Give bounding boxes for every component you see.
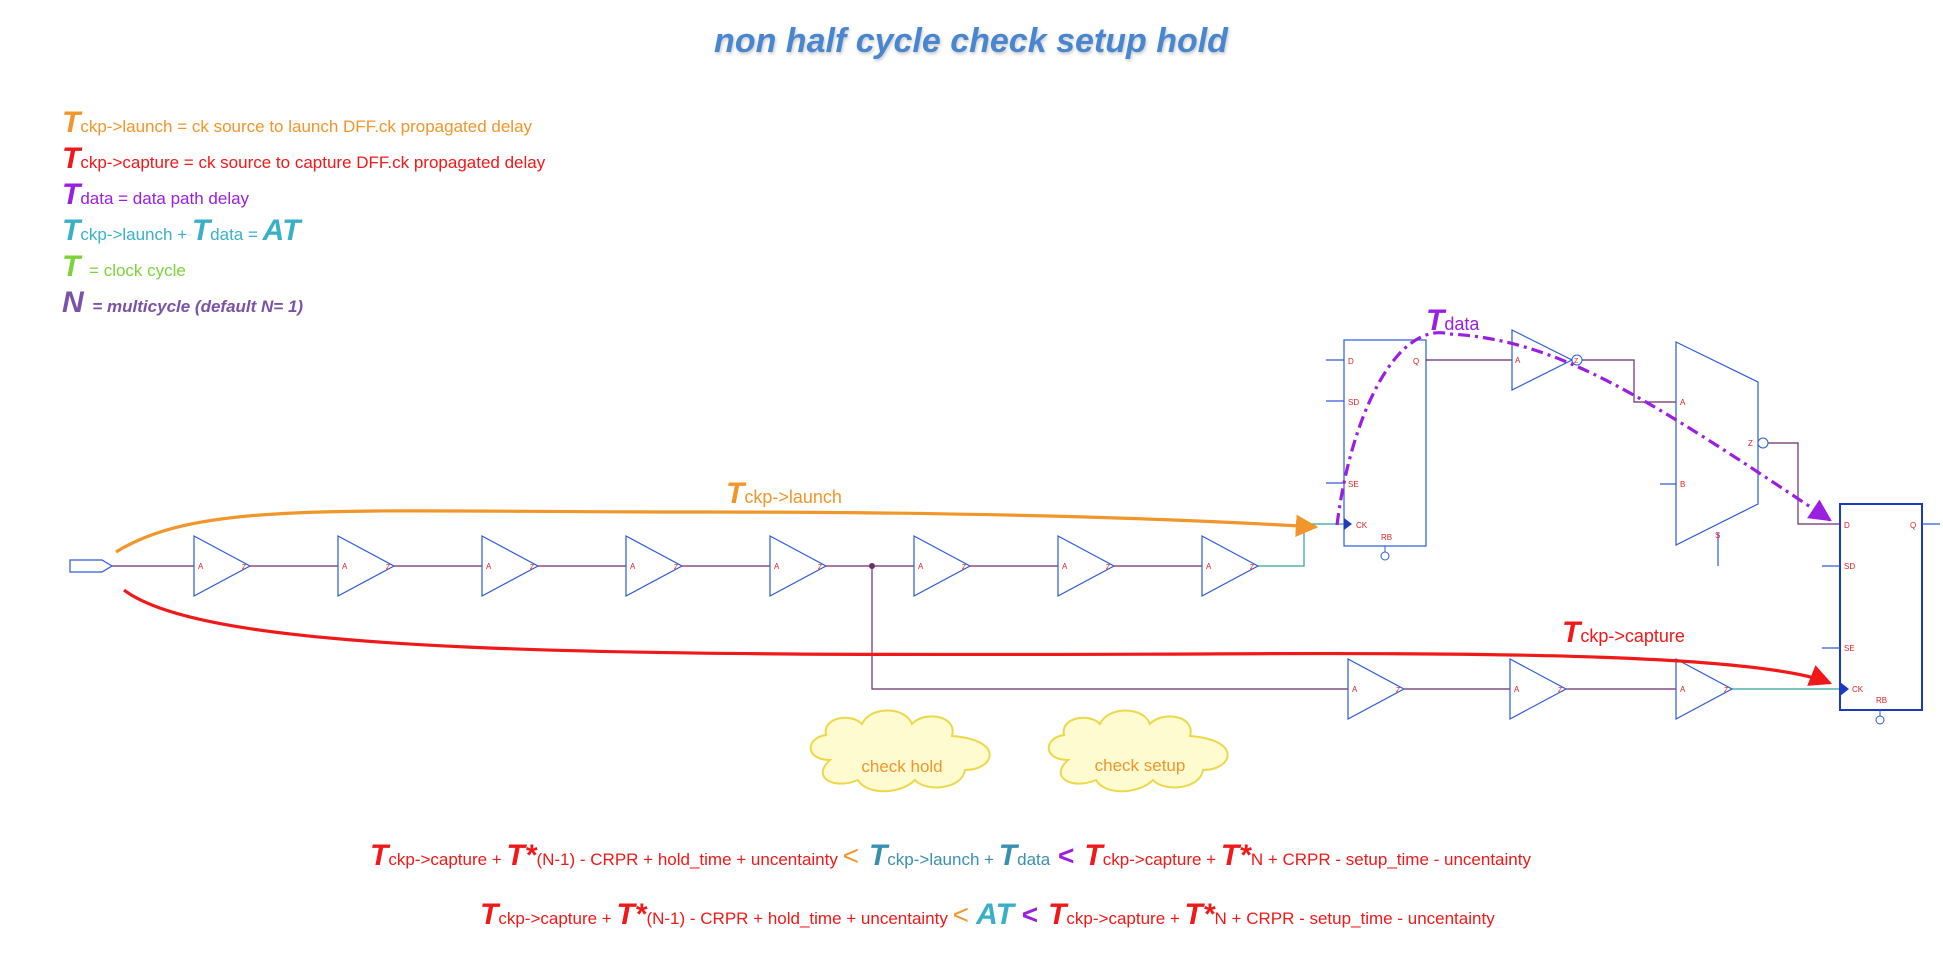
capture-dff: D SD SE Q CK RB bbox=[1822, 503, 1940, 725]
buffer-pin-a: A bbox=[1206, 562, 1212, 571]
pin-label-a: A bbox=[1515, 356, 1521, 365]
pin-label-sd: SD bbox=[1348, 398, 1359, 407]
data-wires bbox=[1426, 359, 1842, 525]
capture-path-label: Tckp->capture bbox=[1562, 616, 1685, 649]
data-path-arrow bbox=[1335, 331, 1832, 526]
mux-pin-label-z: Z bbox=[1748, 439, 1753, 448]
cap-pin-label-d: D bbox=[1844, 521, 1850, 530]
buffer-pin-z: Z bbox=[386, 564, 391, 571]
legend-arrival-time: Tckp->launch + Tdata = AT bbox=[62, 214, 303, 247]
legend-data: Tdata = data path delay bbox=[62, 178, 250, 211]
launch-dff: D SD SE Q CK RB bbox=[1326, 339, 1428, 561]
timing-equation-1: Tckp->capture + T*(N-1) - CRPR + hold_ti… bbox=[370, 839, 1531, 872]
buffer-pin-a: A bbox=[486, 562, 492, 571]
cap-pin-label-sd: SD bbox=[1844, 562, 1855, 571]
buffer-pin-a: A bbox=[1062, 562, 1068, 571]
buffer-pin-a: A bbox=[1514, 685, 1520, 694]
capture-path-arrow bbox=[123, 588, 1833, 686]
mux-pin-label-a: A bbox=[1680, 398, 1686, 407]
buffer-pin-z: Z bbox=[530, 564, 535, 571]
launch-path-label: Tckp->launch bbox=[726, 477, 842, 510]
buffer-pin-a: A bbox=[918, 562, 924, 571]
check-setup-cloud: check setup bbox=[1047, 709, 1229, 793]
pin-label-rb: RB bbox=[1381, 533, 1392, 542]
cap-pin-label-ck: CK bbox=[1852, 685, 1864, 694]
pin-label-se: SE bbox=[1348, 480, 1359, 489]
mux-pin-label-b: B bbox=[1680, 480, 1685, 489]
cap-pin-label-rb: RB bbox=[1876, 696, 1887, 705]
check-hold-text: check hold bbox=[861, 757, 942, 776]
buffer-pin-z: Z bbox=[818, 564, 823, 571]
buffer-pin-z: Z bbox=[1250, 564, 1255, 571]
check-setup-text: check setup bbox=[1095, 756, 1186, 775]
clock-wires bbox=[112, 523, 1840, 690]
pin-label-d: D bbox=[1348, 357, 1354, 366]
data-inverter: A Z bbox=[1511, 329, 1583, 391]
legend-launch: Tckp->launch = ck source to launch DFF.c… bbox=[62, 106, 533, 139]
legend-clock-cycle: T = clock cycle bbox=[62, 250, 186, 283]
buffer-pin-a: A bbox=[1352, 685, 1358, 694]
timing-arrows bbox=[115, 331, 1833, 686]
buffer-pin-a: A bbox=[342, 562, 348, 571]
buffer-pin-a: A bbox=[198, 562, 204, 571]
buffer-pin-z: Z bbox=[1724, 687, 1729, 694]
mux-pin-label-s: S bbox=[1715, 531, 1720, 540]
buffer-pin-z: Z bbox=[1106, 564, 1111, 571]
data-mux: A B Z S bbox=[1660, 341, 1769, 566]
pin-label-z: Z bbox=[1574, 358, 1579, 365]
check-hold-cloud: check hold bbox=[809, 709, 991, 793]
buffer-pin-a: A bbox=[1680, 685, 1686, 694]
clock-source-port bbox=[69, 559, 114, 573]
cap-pin-label-se: SE bbox=[1844, 644, 1855, 653]
buffer-pin-z: Z bbox=[962, 564, 967, 571]
buffer-pin-z: Z bbox=[674, 564, 679, 571]
data-path-label: Tdata bbox=[1426, 304, 1480, 337]
legend-multicycle: N = multicycle (default N= 1) bbox=[62, 286, 303, 319]
buffer-pin-z: Z bbox=[242, 564, 247, 571]
page-title: non half cycle check setup hold bbox=[714, 22, 1229, 60]
pin-label-ck: CK bbox=[1356, 521, 1368, 530]
buffer-pin-z: Z bbox=[1558, 687, 1563, 694]
buffer-pin-a: A bbox=[774, 562, 780, 571]
launch-path-arrow bbox=[115, 509, 1319, 554]
legend: Tckp->launch = ck source to launch DFF.c… bbox=[62, 106, 546, 319]
cap-pin-label-q: Q bbox=[1910, 521, 1916, 530]
timing-equation-2: Tckp->capture + T*(N-1) - CRPR + hold_ti… bbox=[480, 898, 1495, 931]
buffer-pin-a: A bbox=[630, 562, 636, 571]
legend-capture: Tckp->capture = ck source to capture DFF… bbox=[62, 142, 546, 175]
pin-label-q: Q bbox=[1413, 357, 1419, 366]
buffer-pin-z: Z bbox=[1396, 687, 1401, 694]
